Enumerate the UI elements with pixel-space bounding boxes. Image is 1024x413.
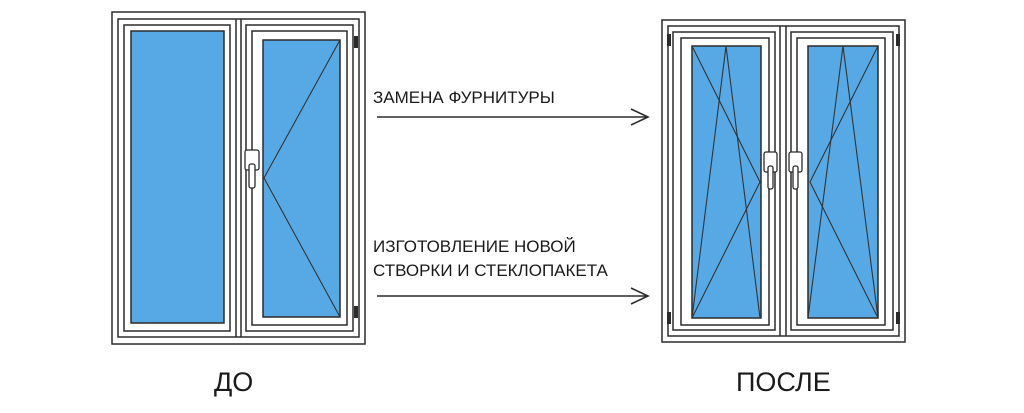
right-sash-glass (807, 45, 879, 319)
arrow-label-new-sash-line1: ИЗГОТОВЛЕНИЕ НОВОЙ (373, 237, 576, 256)
after-handle-icons (763, 151, 803, 190)
window-before (111, 11, 366, 345)
hinge-icons (354, 36, 358, 318)
after-hinge-icons (667, 34, 900, 324)
fixed-glass-pane (130, 30, 225, 324)
caption-after: ПОСЛЕ (736, 367, 831, 397)
arrow-hardware-replacement (377, 108, 650, 126)
handle-icon (244, 149, 260, 189)
arrow-label-new-sash-line2: СТВОРКИ И СТЕКЛОПАКЕТА (373, 261, 609, 280)
left-sash-glass (691, 45, 762, 319)
sash-glass-pane (262, 39, 341, 318)
arrow-new-sash (377, 287, 650, 305)
arrow-label-hardware-replacement: ЗАМЕНА ФУРНИТУРЫ (373, 88, 555, 107)
window-after (661, 19, 906, 343)
caption-before: ДО (214, 367, 253, 397)
